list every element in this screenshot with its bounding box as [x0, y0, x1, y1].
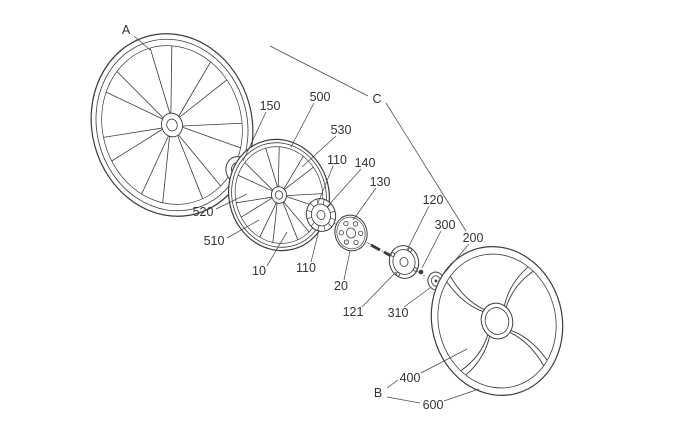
reference-labels: A 150 500 C 530 110 140 130 120 300 200 … [122, 23, 484, 412]
leader-lines [133, 35, 480, 404]
label-part-130: 130 [370, 175, 391, 189]
label-part-110-upper: 110 [327, 153, 347, 167]
front-wheel-drawing [90, 33, 254, 217]
label-part-310: 310 [388, 306, 409, 320]
label-part-10: 10 [252, 264, 266, 278]
label-assembly-a: A [122, 23, 131, 37]
assembly-drawing [90, 33, 564, 404]
label-part-500: 500 [310, 90, 331, 104]
label-part-530: 530 [331, 123, 352, 137]
retainer-disc-drawing [388, 245, 420, 279]
label-assembly-b: B [374, 386, 382, 400]
label-assembly-c: C [372, 92, 381, 106]
label-part-110-lower: 110 [296, 261, 316, 275]
label-part-120: 120 [423, 193, 444, 207]
label-part-300: 300 [435, 218, 456, 232]
flange-disc-drawing [334, 214, 368, 252]
label-part-520: 520 [193, 205, 214, 219]
label-part-400: 400 [400, 371, 421, 385]
label-part-20: 20 [334, 279, 348, 293]
fastener-drawing [418, 269, 424, 275]
label-part-200: 200 [463, 231, 484, 245]
label-part-150: 150 [260, 99, 281, 113]
label-part-510: 510 [204, 234, 225, 248]
label-part-600: 600 [423, 398, 444, 412]
label-part-121: 121 [343, 305, 364, 319]
sprocket-disc-drawing [305, 198, 337, 232]
label-part-140: 140 [355, 156, 376, 170]
rear-wheel-drawing [430, 246, 564, 396]
